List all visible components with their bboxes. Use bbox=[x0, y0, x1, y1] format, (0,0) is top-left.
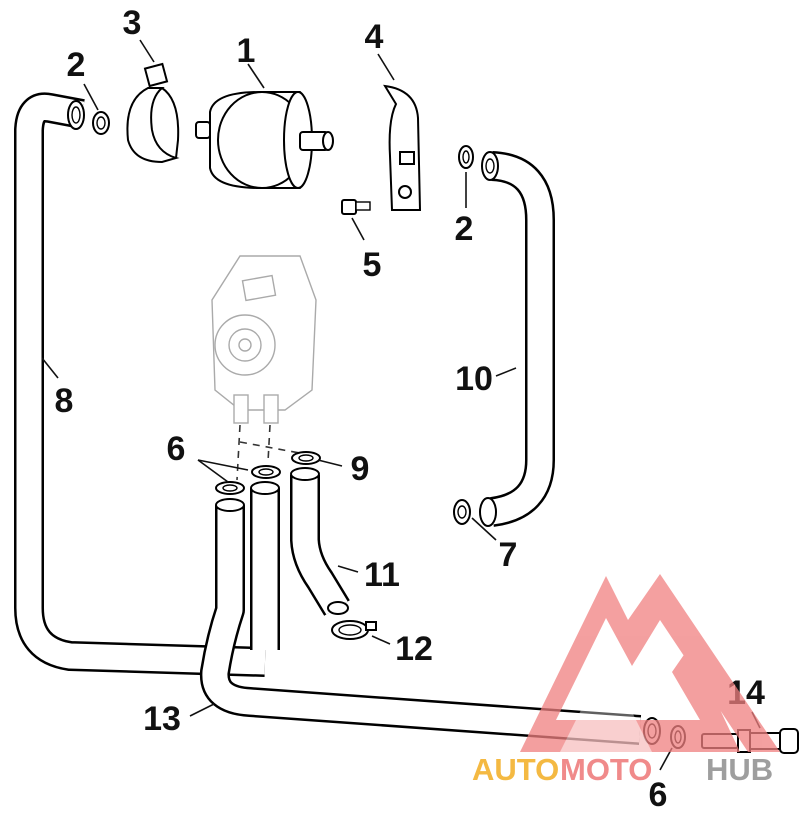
bracket bbox=[383, 84, 422, 211]
watermark-moto: MOTO bbox=[560, 752, 652, 787]
callout-5: 5 bbox=[363, 246, 382, 284]
callout-2-right: 2 bbox=[455, 210, 474, 248]
hose-8 bbox=[14, 92, 266, 677]
clamp-6-a bbox=[215, 481, 245, 495]
callout-10: 10 bbox=[455, 360, 493, 398]
clamp-6-b bbox=[251, 465, 281, 479]
washer-2-left bbox=[92, 111, 110, 135]
callout-12: 12 bbox=[395, 630, 433, 668]
alignment-line bbox=[267, 424, 271, 463]
alignment-line bbox=[239, 441, 306, 455]
clamp-7 bbox=[453, 499, 471, 525]
clamp-9 bbox=[291, 451, 321, 465]
watermark-text: AUTO MOTO HUB bbox=[472, 752, 773, 787]
alignment-line bbox=[236, 424, 241, 481]
callout-labels: 1 2 3 4 5 2 10 8 6 9 7 11 12 13 14 6 bbox=[55, 4, 765, 814]
watermark-auto: AUTO bbox=[472, 752, 559, 787]
callout-3: 3 bbox=[123, 4, 142, 42]
washer-2-right bbox=[458, 145, 474, 169]
hose-11 bbox=[290, 467, 350, 616]
callout-7: 7 bbox=[499, 536, 518, 574]
callout-9: 9 bbox=[351, 450, 370, 488]
callout-4: 4 bbox=[365, 18, 384, 56]
watermark-hub: HUB bbox=[706, 752, 773, 787]
callout-11: 11 bbox=[364, 556, 400, 594]
watermark-logo bbox=[520, 574, 780, 752]
band-clamp bbox=[126, 62, 180, 164]
callout-6-upper: 6 bbox=[167, 430, 186, 468]
callout-1: 1 bbox=[237, 32, 256, 70]
leader-lines bbox=[41, 39, 761, 771]
callout-8: 8 bbox=[55, 382, 74, 420]
callout-13: 13 bbox=[143, 700, 181, 738]
fuel-filter bbox=[195, 91, 334, 189]
fuel-pump-ghost bbox=[211, 255, 317, 424]
logo-mark bbox=[520, 574, 780, 752]
clamp-12 bbox=[331, 620, 377, 640]
callout-6-lower: 6 bbox=[649, 776, 668, 814]
screw bbox=[341, 199, 371, 215]
callout-2-left: 2 bbox=[67, 46, 86, 84]
hose-10 bbox=[479, 151, 555, 527]
